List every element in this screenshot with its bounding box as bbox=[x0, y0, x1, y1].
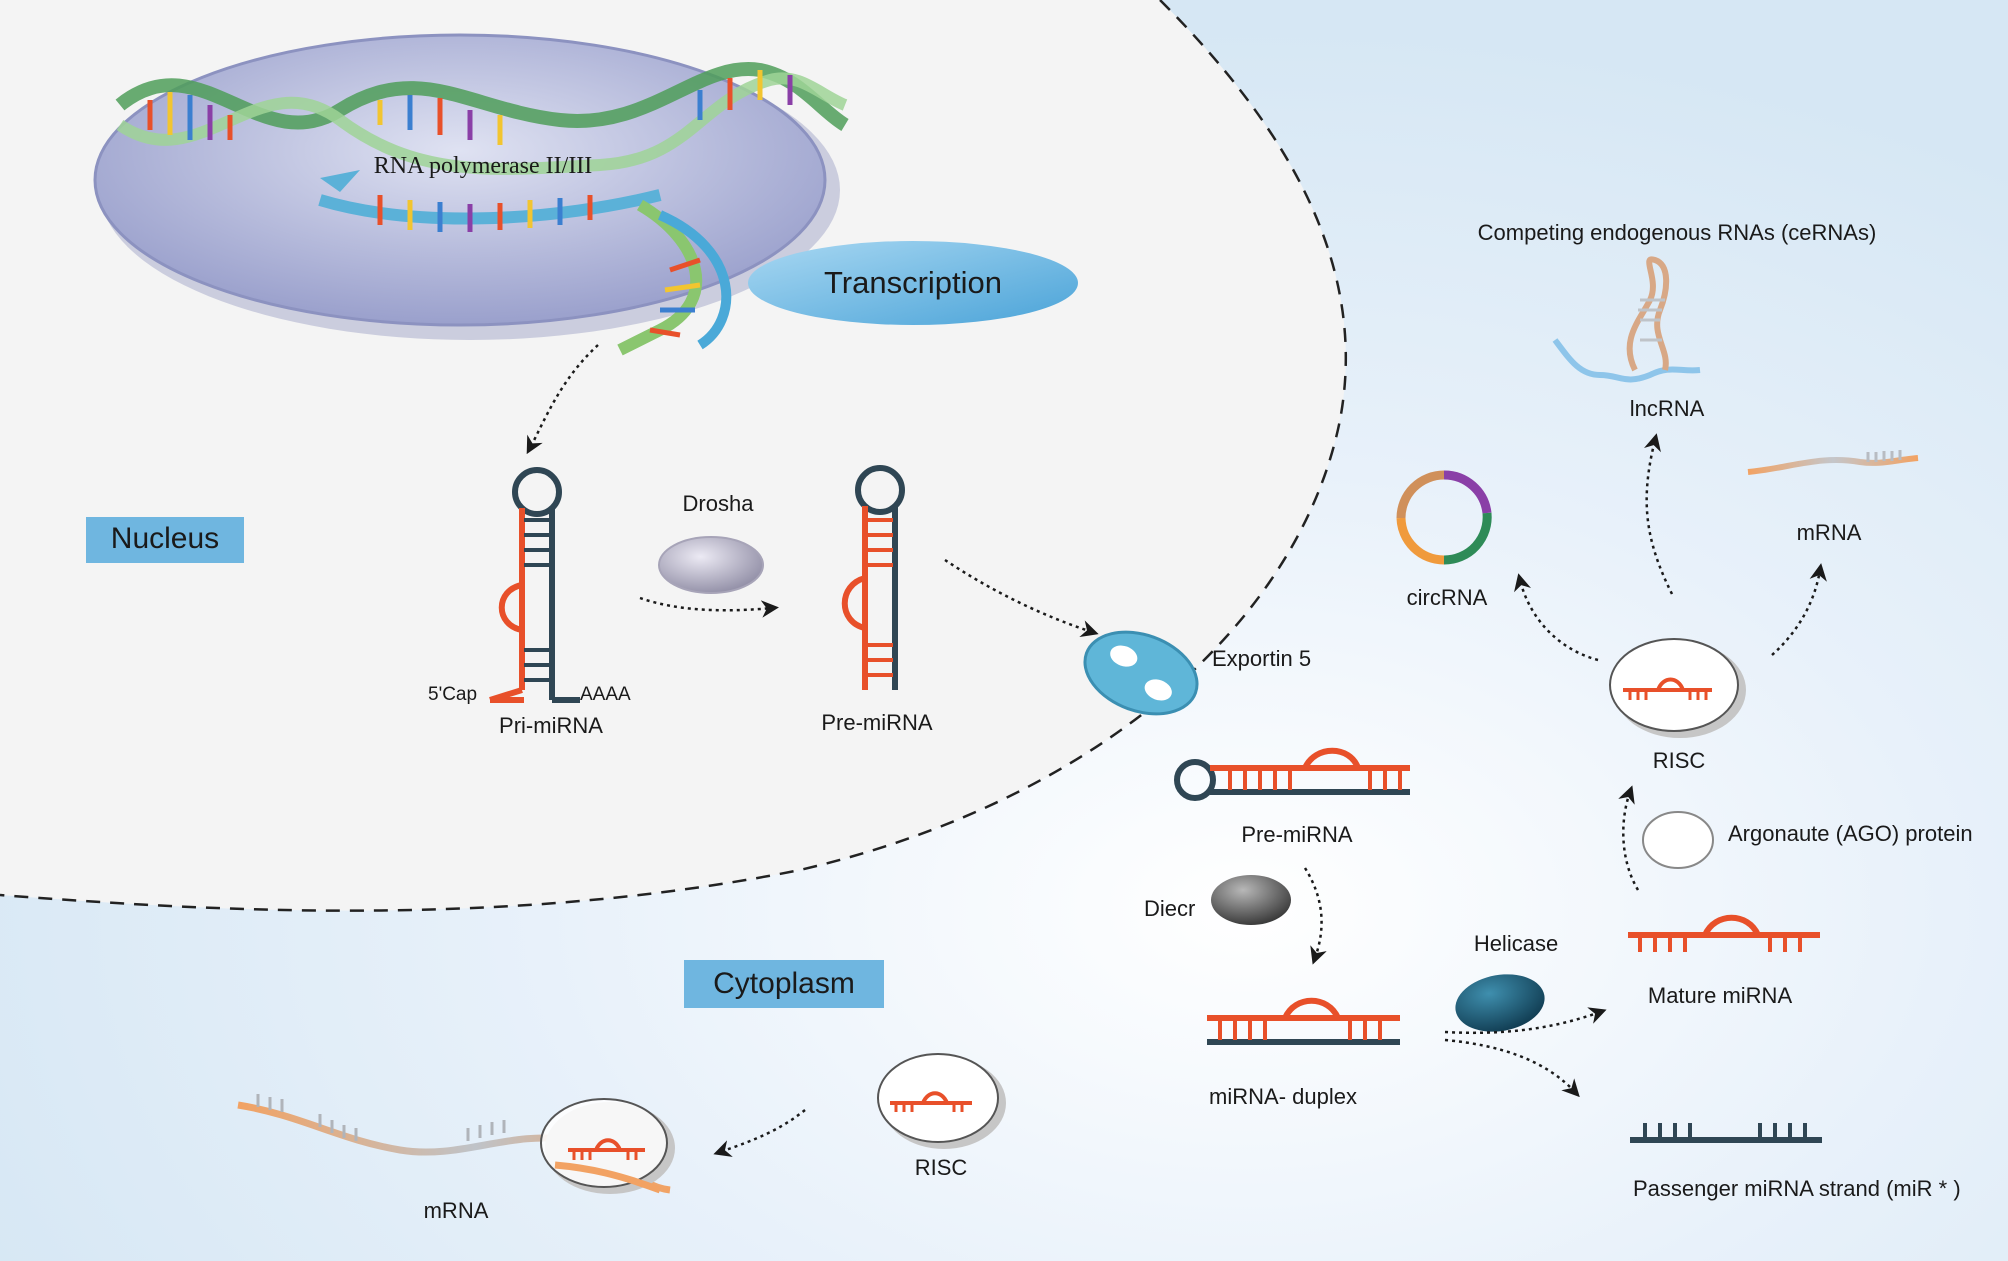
arrow-pri-to-pre bbox=[639, 596, 779, 618]
risc-complex-bottom bbox=[877, 1053, 1006, 1149]
nucleus-label: Nucleus bbox=[111, 522, 219, 555]
drosha-label: Drosha bbox=[683, 491, 755, 516]
cytoplasm-label: Cytoplasm bbox=[713, 967, 855, 1000]
ago-protein bbox=[1642, 811, 1714, 869]
pri-mirna-label: Pri-miRNA bbox=[499, 713, 603, 738]
risc-right-label: RISC bbox=[1653, 748, 1706, 773]
circrna-label: circRNA bbox=[1407, 585, 1488, 610]
pre-mirna-nucleus-label: Pre-miRNA bbox=[821, 710, 933, 735]
nucleus-label-box bbox=[86, 517, 244, 563]
mrna-bottom-label: mRNA bbox=[424, 1198, 489, 1223]
arrow-pre-to-duplex bbox=[1303, 867, 1327, 965]
helicase-label: Helicase bbox=[1474, 931, 1558, 956]
passenger-mirna-strand bbox=[1630, 1123, 1822, 1143]
arrow-risc-to-lncrna bbox=[1643, 433, 1674, 595]
rna-polymerase-illustration bbox=[93, 33, 849, 356]
risc-complex-right bbox=[1609, 638, 1746, 738]
ago-label: Argonaute (AGO) protein bbox=[1728, 821, 1973, 846]
circrna-ring bbox=[1396, 470, 1492, 565]
five-cap-label: 5'Cap bbox=[428, 684, 477, 705]
mature-mirna-strand bbox=[1628, 914, 1820, 952]
transcription-label: Transcription bbox=[824, 265, 1002, 300]
nuclear-membrane bbox=[0, 0, 1348, 912]
risc-bottom-label: RISC bbox=[915, 1155, 968, 1180]
cerna-label: Competing endogenous RNAs (ceRNAs) bbox=[1478, 220, 1877, 245]
mirna-duplex bbox=[1207, 997, 1400, 1045]
mrna-bottom-strand bbox=[237, 1094, 675, 1194]
arrow-risc-to-circrna bbox=[1514, 573, 1599, 662]
mature-mirna-label: Mature miRNA bbox=[1648, 983, 1793, 1008]
lncrna-label: lncRNA bbox=[1630, 396, 1705, 421]
arrow-transcription-to-pri bbox=[526, 344, 599, 455]
exportin-label: Exportin 5 bbox=[1212, 646, 1311, 671]
arrow-risc-to-mrna-bottom bbox=[713, 1109, 806, 1157]
aaaa-label: AAAA bbox=[580, 684, 631, 705]
pri-mirna-hairpin bbox=[489, 467, 580, 703]
lncrna-structure bbox=[1552, 256, 1701, 383]
pre-mirna-cytoplasm-label: Pre-miRNA bbox=[1241, 822, 1353, 847]
rna-polymerase-label: RNA polymerase II/III bbox=[374, 153, 593, 179]
mrna-right-label: mRNA bbox=[1797, 520, 1862, 545]
exportin-5-transporter bbox=[1083, 630, 1199, 716]
passenger-label: Passenger miRNA strand (miR * ) bbox=[1633, 1176, 1961, 1201]
transcription-oval bbox=[748, 241, 1078, 325]
arrow-to-mature bbox=[1444, 1007, 1607, 1035]
mrna-right-strand bbox=[1747, 450, 1919, 475]
arrow-to-risc bbox=[1618, 785, 1640, 891]
arrow-to-passenger bbox=[1444, 1038, 1580, 1098]
mirna-duplex-label: miRNA- duplex bbox=[1209, 1084, 1357, 1109]
drosha-enzyme bbox=[658, 536, 764, 594]
dicer-enzyme bbox=[1211, 875, 1291, 925]
cytoplasm-label-box bbox=[684, 960, 884, 1008]
pre-mirna-hairpin-nucleus bbox=[841, 465, 905, 690]
helicase-enzyme bbox=[1455, 974, 1545, 1032]
pre-mirna-hairpin-cytoplasm bbox=[1174, 747, 1410, 801]
dicer-label: Diecr bbox=[1144, 896, 1195, 921]
